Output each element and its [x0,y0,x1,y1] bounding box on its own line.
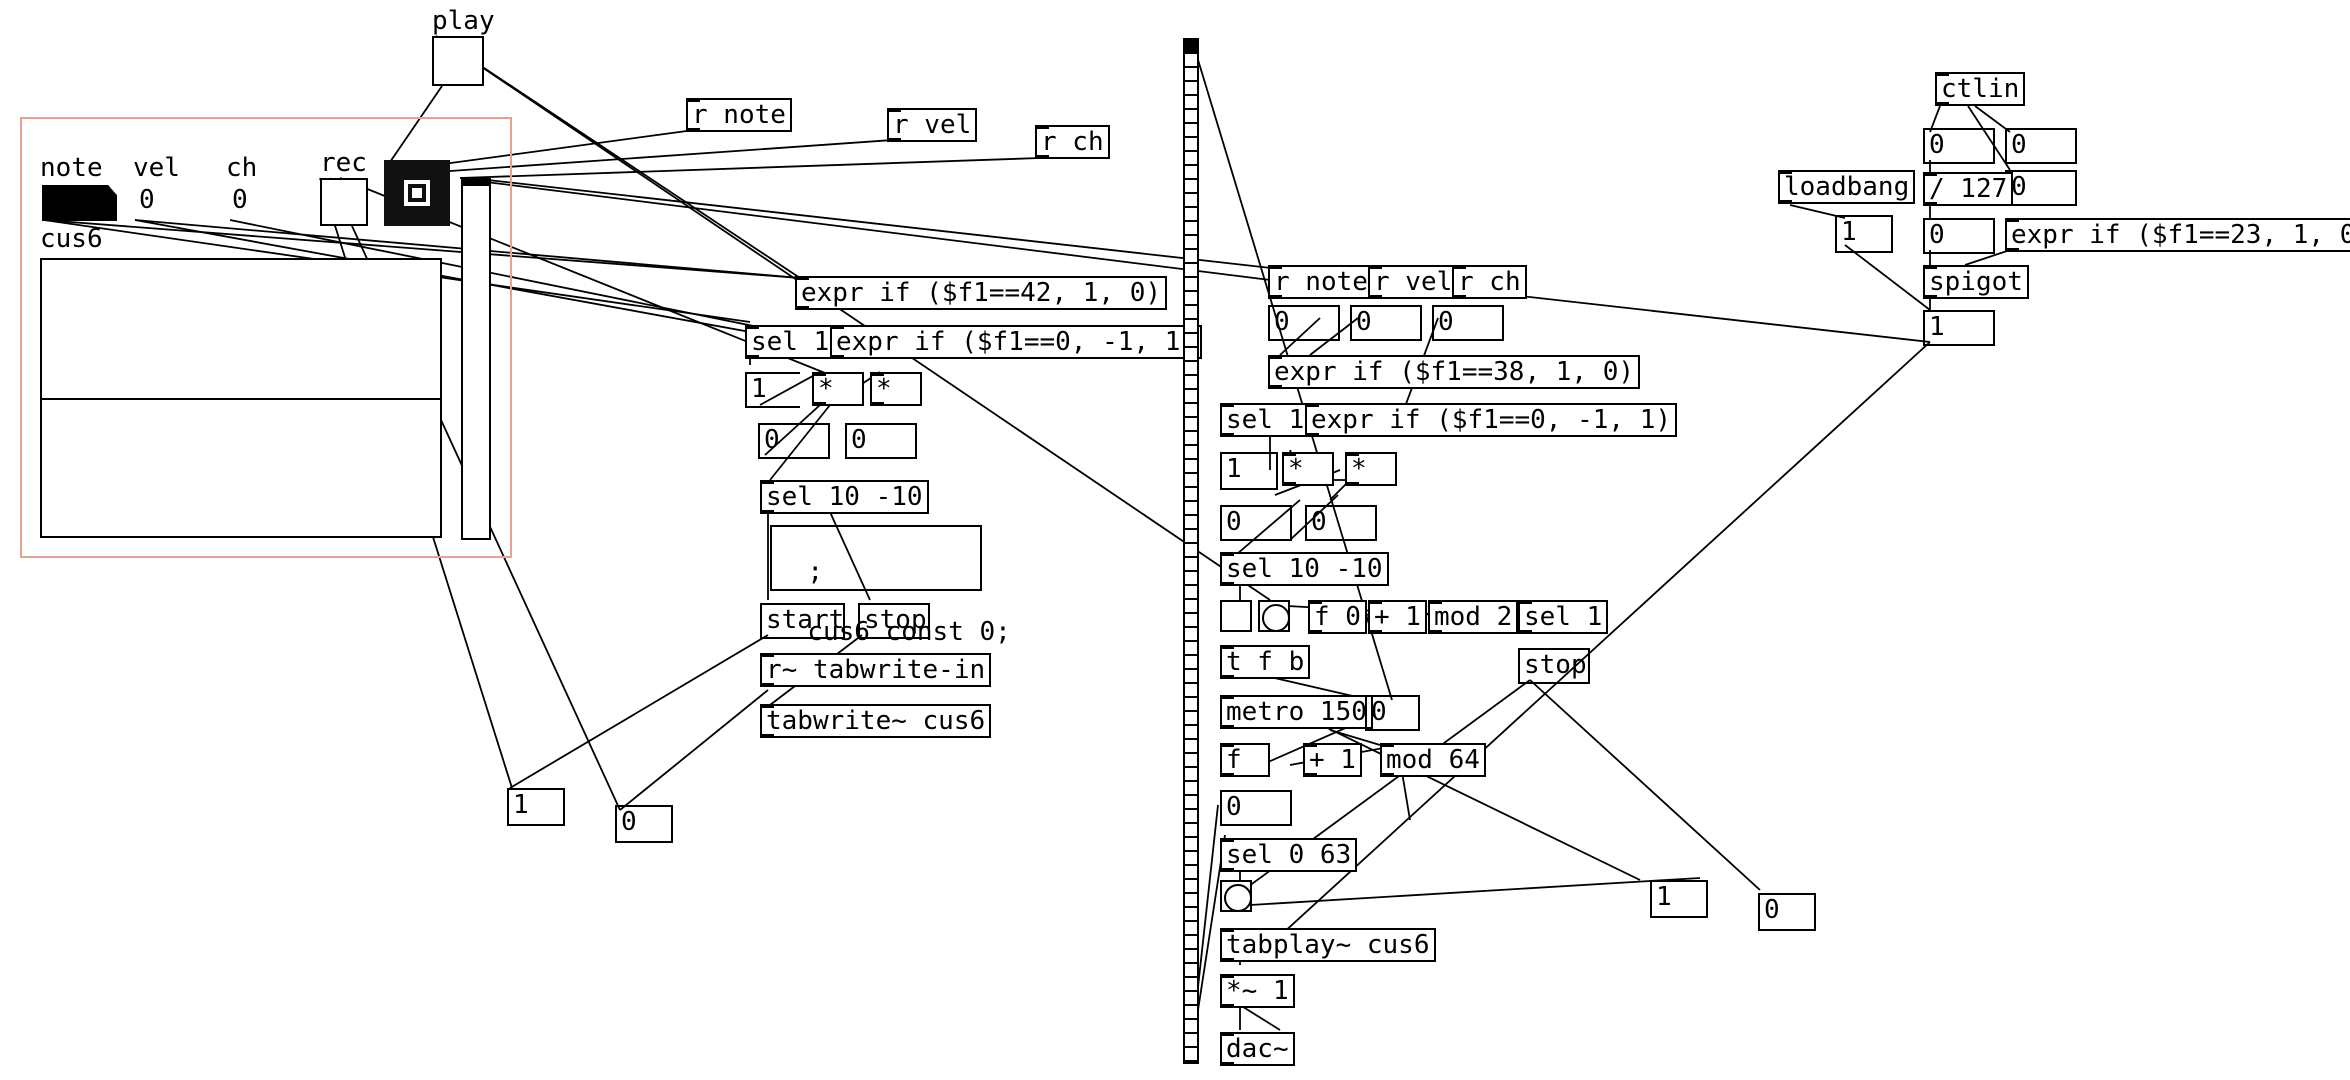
gop-frame [20,117,512,558]
number-spigot[interactable]: 1 [1923,310,1995,346]
obj-r-vel-2[interactable]: r vel [1368,265,1459,299]
obj-r-ch-2[interactable]: r ch [1452,265,1527,299]
msg-zero-low[interactable]: 0 [615,805,673,843]
obj-tabplay-cus6[interactable]: tabplay~ cus6 [1220,928,1436,962]
obj-dac[interactable]: dac~ [1220,1032,1295,1066]
obj-mul-b1[interactable]: * [1282,452,1334,486]
obj-ctlin[interactable]: ctlin [1935,72,2026,106]
label-play: play [432,6,495,36]
bang-b-left[interactable] [1220,600,1252,632]
obj-sel1-c[interactable]: sel 1 [1518,600,1609,634]
obj-plus1-b[interactable]: + 1 [1303,743,1362,777]
obj-r-note-2[interactable]: r note [1268,265,1374,299]
number-b3[interactable]: 0 [1365,695,1420,731]
vertical-slider-tall[interactable] [1183,38,1199,1064]
obj-sel1-a[interactable]: sel 1 [745,325,836,359]
obj-metro-150[interactable]: metro 150 [1220,695,1373,729]
obj-expr-23[interactable]: expr if ($f1==23, 1, 0) [2005,218,2350,252]
msg-one-a[interactable]: 1 [745,372,800,408]
obj-mul-a1[interactable]: * [812,372,864,406]
msg-start[interactable]: start [760,603,845,639]
array-zero-line [42,398,440,400]
array-graph-cus6[interactable] [40,258,442,538]
bang-b-circle[interactable] [1258,600,1290,632]
obj-div-127[interactable]: / 127 [1923,172,2014,206]
msg-stop-b[interactable]: stop [1518,648,1590,684]
note-number[interactable]: 0 [42,185,117,221]
obj-loadbang[interactable]: loadbang [1778,170,1916,204]
msg-one-low[interactable]: 1 [507,788,565,826]
msg-cus6-const[interactable]: ; cus6 const 0; [770,525,1011,647]
msg-zero-right[interactable]: 0 [1758,893,1816,931]
number-b1[interactable]: 0 [1220,505,1292,541]
obj-expr-38[interactable]: expr if ($f1==38, 1, 0) [1268,355,1641,389]
label-vel: vel [133,153,180,183]
obj-tfb[interactable]: t f b [1220,645,1311,679]
label-rec: rec [320,148,367,178]
obj-expr-neg-a[interactable]: expr if ($f1==0, -1, 1) [830,325,1203,359]
obj-sel10-a[interactable]: sel 10 -10 [760,480,929,514]
label-note: note [40,153,103,183]
obj-r-ch-1[interactable]: r ch [1035,125,1110,159]
obj-sel-0-63[interactable]: sel 0 63 [1220,838,1358,872]
obj-tabwrite-cus6[interactable]: tabwrite~ cus6 [760,704,992,738]
bang-sel063[interactable] [1220,880,1252,912]
number-b-note[interactable]: 0 [1268,305,1340,341]
number-b-vel[interactable]: 0 [1350,305,1422,341]
obj-sel1-b[interactable]: sel 1 [1220,403,1311,437]
obj-r-tabwrite-in[interactable]: r~ tabwrite-in [760,653,992,687]
vertical-slider-small[interactable] [461,178,491,540]
obj-mul-a2[interactable]: * [870,372,922,406]
obj-f-b[interactable]: f [1220,743,1270,777]
rec-toggle[interactable] [320,178,368,226]
obj-mod2[interactable]: mod 2 [1428,600,1519,634]
obj-mul-sig[interactable]: *~ 1 [1220,974,1295,1008]
obj-mod64[interactable]: mod 64 [1380,743,1486,777]
msg-one-b[interactable]: 1 [1220,452,1278,490]
obj-spigot[interactable]: spigot [1923,265,2029,299]
msg-cus6-line1: ; [807,557,823,587]
msg-stop-a[interactable]: stop [858,603,930,639]
radio-grid[interactable] [384,160,450,226]
play-toggle[interactable] [432,36,484,86]
obj-plus1-a[interactable]: + 1 [1368,600,1427,634]
number-a2[interactable]: 0 [845,423,917,459]
obj-expr-42[interactable]: expr if ($f1==42, 1, 0) [795,276,1168,310]
obj-expr-neg-b[interactable]: expr if ($f1==0, -1, 1) [1305,403,1678,437]
number-a1[interactable]: 0 [758,423,830,459]
obj-mul-b2[interactable]: * [1345,452,1397,486]
obj-r-vel-1[interactable]: r vel [887,108,978,142]
radio-grid-selected [404,180,430,206]
number-counter[interactable]: 0 [1220,790,1292,826]
number-ct4[interactable]: 0 [1923,218,1995,254]
obj-f0[interactable]: f 0 [1308,600,1367,634]
number-ct3[interactable]: 0 [2005,170,2077,206]
obj-sel10-b[interactable]: sel 10 -10 [1220,552,1389,586]
number-b2[interactable]: 0 [1305,505,1377,541]
ch-number[interactable]: 0 [232,185,248,215]
msg-loadbang-out[interactable]: 1 [1835,215,1893,253]
number-b-ch[interactable]: 0 [1432,305,1504,341]
number-ct2[interactable]: 0 [2005,128,2077,164]
number-ct1[interactable]: 0 [1923,128,1995,164]
obj-r-note-1[interactable]: r note [686,98,792,132]
msg-one-right[interactable]: 1 [1650,880,1708,918]
label-cus6: cus6 [40,224,103,254]
vel-number[interactable]: 0 [139,185,155,215]
label-ch: ch [226,153,258,183]
msg-cus6-line2: cus6 const 0; [807,617,1011,647]
